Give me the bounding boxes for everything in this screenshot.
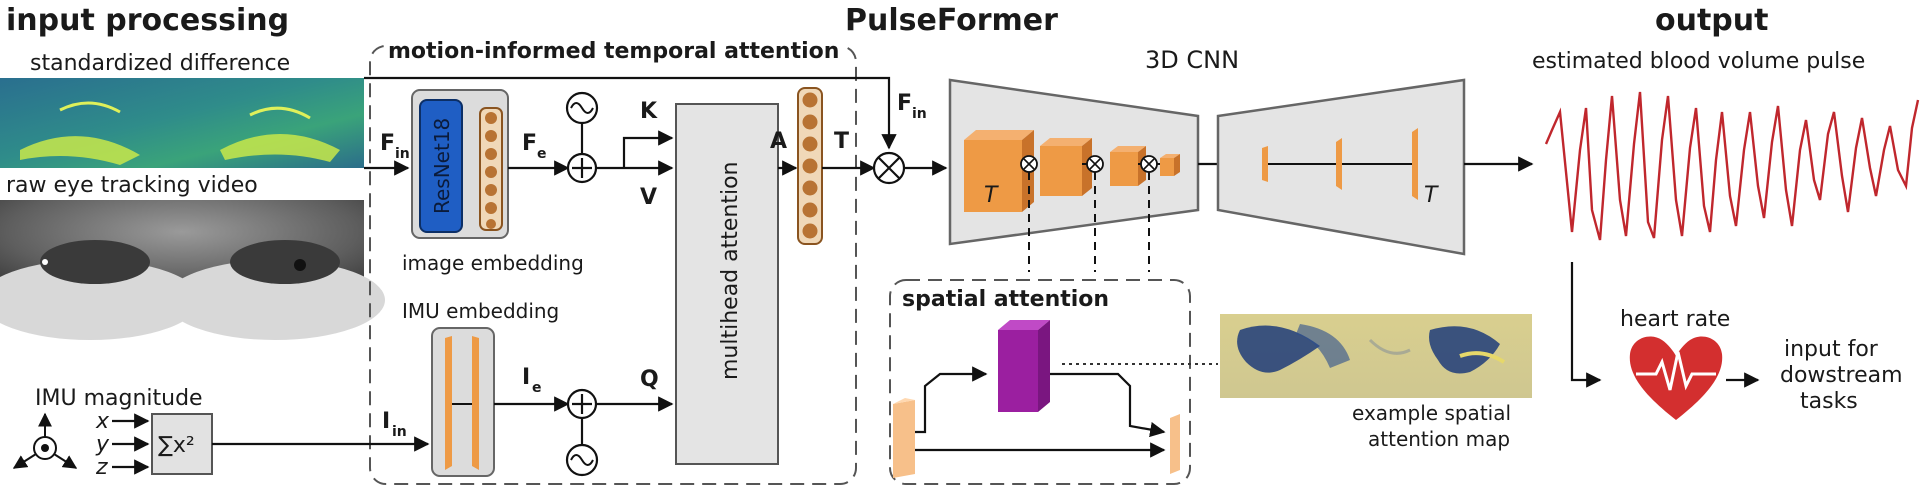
cnn-t-in-label: T xyxy=(984,183,999,208)
downstream-line2: dowstream xyxy=(1780,363,1903,388)
t-label: T xyxy=(834,129,849,154)
cnn-title: 3D CNN xyxy=(1145,46,1239,74)
attention-vector xyxy=(797,87,823,245)
ie-label: I xyxy=(522,365,530,390)
cnn-multiply-1 xyxy=(1020,155,1038,173)
sum-square-label: ∑x² xyxy=(158,433,195,458)
q-label: Q xyxy=(640,367,659,392)
iin-label: I xyxy=(382,409,390,434)
imu-embedding-label: IMU embedding xyxy=(402,299,559,323)
v-label: V xyxy=(640,185,657,210)
fin-label: F xyxy=(380,131,395,156)
fin-top-label: F xyxy=(897,91,912,116)
cnn-t-out-label: T xyxy=(1424,183,1439,208)
cnn-decoder: T xyxy=(1216,78,1466,256)
map-caption-1: example spatial xyxy=(1352,401,1511,425)
temporal-attention-title: motion-informed temporal attention xyxy=(388,39,839,64)
add-top-icon xyxy=(566,152,598,184)
fe-sub: e xyxy=(537,146,547,162)
heart-icon xyxy=(1629,336,1723,420)
imu-embedding-block xyxy=(431,327,495,477)
positional-encoding-bottom-icon xyxy=(565,443,599,477)
a-label: A xyxy=(770,129,787,154)
positional-encoding-top-icon xyxy=(565,91,599,125)
k-label: K xyxy=(640,99,658,124)
axis-z: z xyxy=(95,455,108,480)
heading-input-processing: input processing xyxy=(6,3,289,38)
cnn-multiply-3 xyxy=(1140,155,1158,173)
bvp-label: estimated blood volume pulse xyxy=(1532,49,1865,74)
sum-square-box: ∑x² xyxy=(151,413,213,475)
resnet-block xyxy=(419,99,463,233)
heading-output: output xyxy=(1655,3,1768,38)
spatial-attention-output xyxy=(1170,414,1180,474)
label-raw-video: raw eye tracking video xyxy=(6,173,258,198)
standardized-difference-image xyxy=(0,78,364,168)
fe-label: F xyxy=(522,131,537,156)
multihead-label: multihead attention xyxy=(718,162,743,381)
fin-sub: in xyxy=(395,146,410,162)
downstream-line3: tasks xyxy=(1800,389,1858,414)
bvp-signal xyxy=(1544,91,1920,241)
embedding-vector xyxy=(479,107,503,231)
spatial-attention-title: spatial attention xyxy=(902,287,1109,312)
spatial-attention-box xyxy=(889,279,1191,485)
resnet-label: ResNet18 xyxy=(430,118,454,214)
cnn-encoder: T xyxy=(948,78,1200,246)
image-embedding-block: ResNet18 xyxy=(411,89,509,239)
raw-eye-video-image xyxy=(0,200,385,340)
axis-y: y xyxy=(95,432,110,457)
axis-x: x xyxy=(95,409,110,434)
cnn-multiply-2 xyxy=(1086,155,1104,173)
fin-top-sub: in xyxy=(912,106,927,122)
imu-axes-icon xyxy=(12,412,78,469)
image-embedding-label: image embedding xyxy=(402,251,584,275)
multihead-attention-block: multihead attention xyxy=(675,103,779,465)
add-bottom-icon xyxy=(566,388,598,420)
label-imu-magnitude: IMU magnitude xyxy=(35,386,203,411)
spatial-attention-input xyxy=(893,398,915,478)
spatial-attention-map-image xyxy=(1220,314,1532,398)
map-caption-2: attention map xyxy=(1368,427,1510,451)
downstream-line1: input for xyxy=(1784,337,1879,362)
ie-sub: e xyxy=(532,380,542,396)
heading-pulseformer: PulseFormer xyxy=(845,3,1058,38)
iin-sub: in xyxy=(392,424,407,440)
label-standardized-difference: standardized difference xyxy=(30,51,290,76)
heart-rate-label: heart rate xyxy=(1620,307,1730,332)
multiply-icon xyxy=(872,151,906,185)
spatial-attention-conv xyxy=(998,320,1050,412)
